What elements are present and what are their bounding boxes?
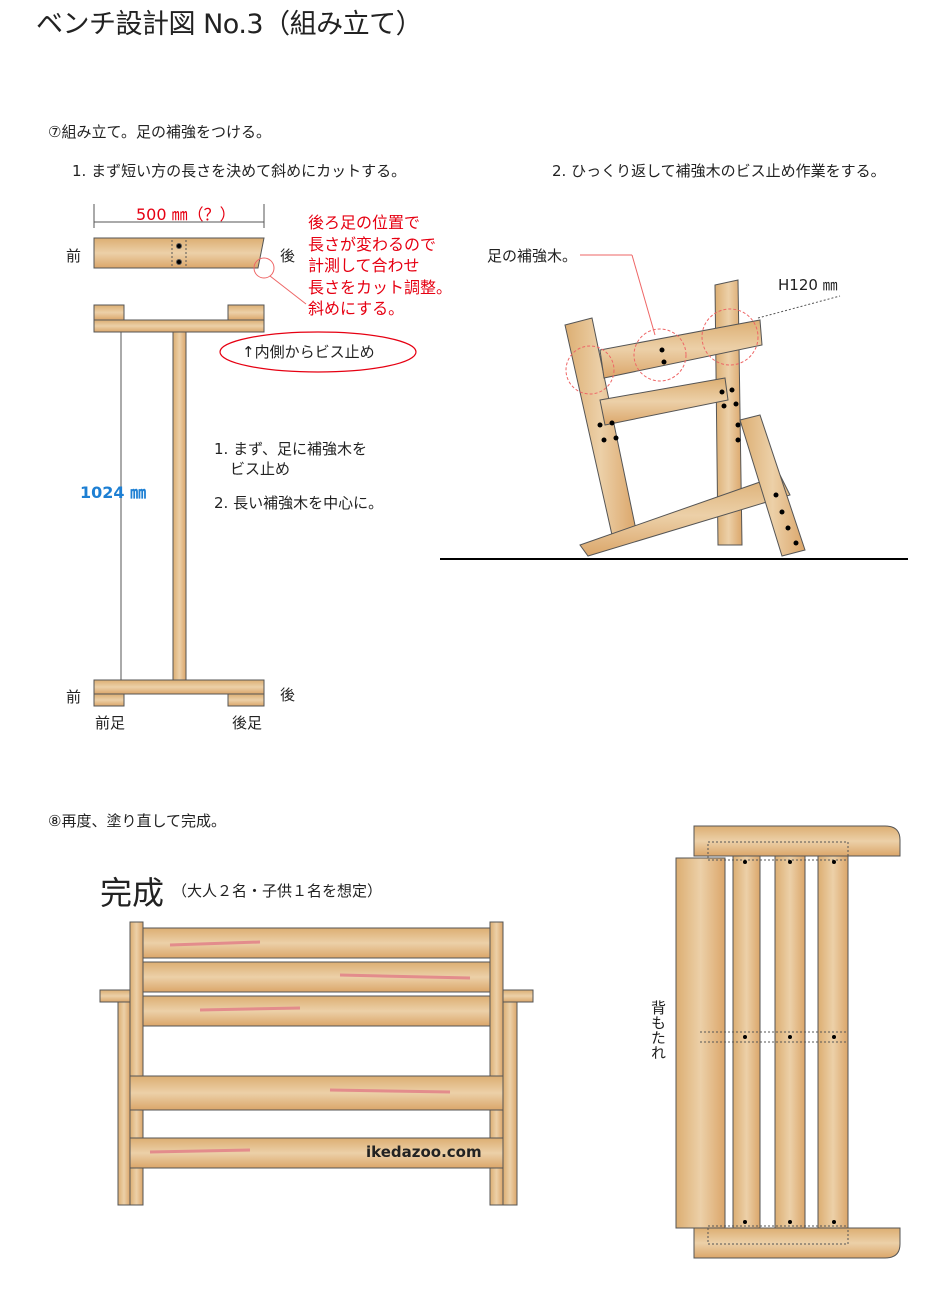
bench-top-view — [675, 825, 901, 1259]
label-front-bottom: 前 — [66, 688, 82, 706]
brace-label: 足の補強木。 — [487, 247, 578, 265]
note-line: 長さが変わるので — [308, 234, 437, 254]
page-title: ベンチ設計図 No.3（組み立て） — [36, 9, 423, 40]
done-title: 完成 — [100, 874, 165, 912]
label-back-leg: 後足 — [232, 714, 263, 732]
backrest-label: 背もたれ — [649, 1000, 667, 1060]
note-line: 斜めにする。 — [308, 299, 405, 318]
instruction-1b: ビス止め — [230, 460, 291, 478]
h120-dimension: H120 ㎜ — [778, 276, 838, 294]
label-front-leg: 前足 — [95, 714, 126, 732]
instruction-1a: 1. まず、足に補強木を — [214, 440, 368, 458]
screw-note: ↑内側からビス止め — [242, 343, 375, 361]
chair-side-view — [440, 254, 908, 560]
step8-heading: ⑧再度、塗り直して完成。 — [48, 812, 226, 830]
red-note: 後ろ足の位置で 長さが変わるので 計測して合わせ 長さをカット調整。 斜めにする… — [308, 212, 452, 320]
brace-board-top-view — [93, 204, 307, 305]
done-note: （大人２名・子供１名を想定） — [172, 882, 383, 900]
step7-sub2: 2. ひっくり返して補強木のビス止め作業をする。 — [552, 162, 886, 180]
step7-heading: ⑦組み立て。足の補強をつける。 — [48, 123, 271, 141]
step7-sub1: 1. まず短い方の長さを決めて斜めにカットする。 — [72, 162, 407, 180]
leg-frame-side-view — [93, 304, 417, 707]
note-line: 計測して合わせ — [308, 256, 420, 275]
watermark: ikedazoo.com — [366, 1143, 482, 1161]
label-front: 前 — [66, 247, 82, 265]
instruction-2: 2. 長い補強木を中心に。 — [214, 494, 384, 512]
label-back: 後 — [280, 247, 296, 265]
note-line: 後ろ足の位置で — [308, 213, 421, 232]
dimension-500: 500 ㎜（？） — [136, 205, 236, 224]
height-dimension: 1024 ㎜ — [80, 483, 147, 502]
label-back-bottom: 後 — [280, 686, 296, 704]
note-line: 長さをカット調整。 — [308, 277, 453, 297]
bench-front-view — [99, 921, 534, 1206]
